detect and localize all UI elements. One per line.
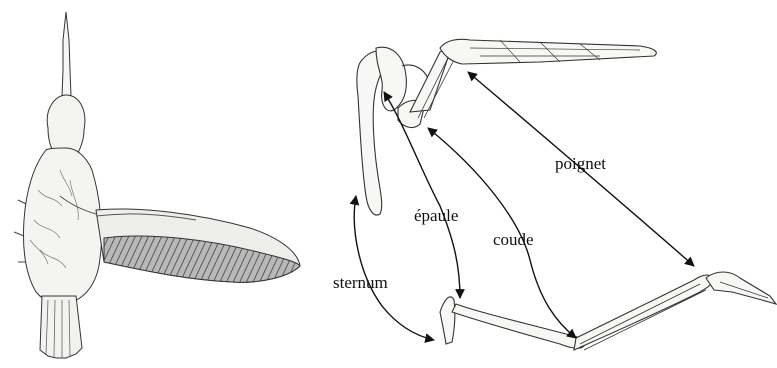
hummingbird-illustration xyxy=(14,12,300,358)
hand-bone-upper xyxy=(440,39,656,64)
lower-humerus xyxy=(452,304,584,348)
bird-body xyxy=(24,148,102,304)
label-epaule: épaule xyxy=(414,207,458,224)
bird-beak xyxy=(62,12,71,96)
arrow-epaule xyxy=(384,92,460,298)
label-coude: coude xyxy=(493,231,534,248)
label-sternum: sternum xyxy=(333,274,388,291)
bird-head xyxy=(47,95,85,156)
lower-sternum xyxy=(440,297,455,344)
lower-hand xyxy=(706,272,776,304)
shoulder-bone xyxy=(376,47,406,111)
lower-forearm xyxy=(574,275,714,350)
label-poignet: poignet xyxy=(555,155,606,172)
wing-skeleton xyxy=(357,39,776,350)
